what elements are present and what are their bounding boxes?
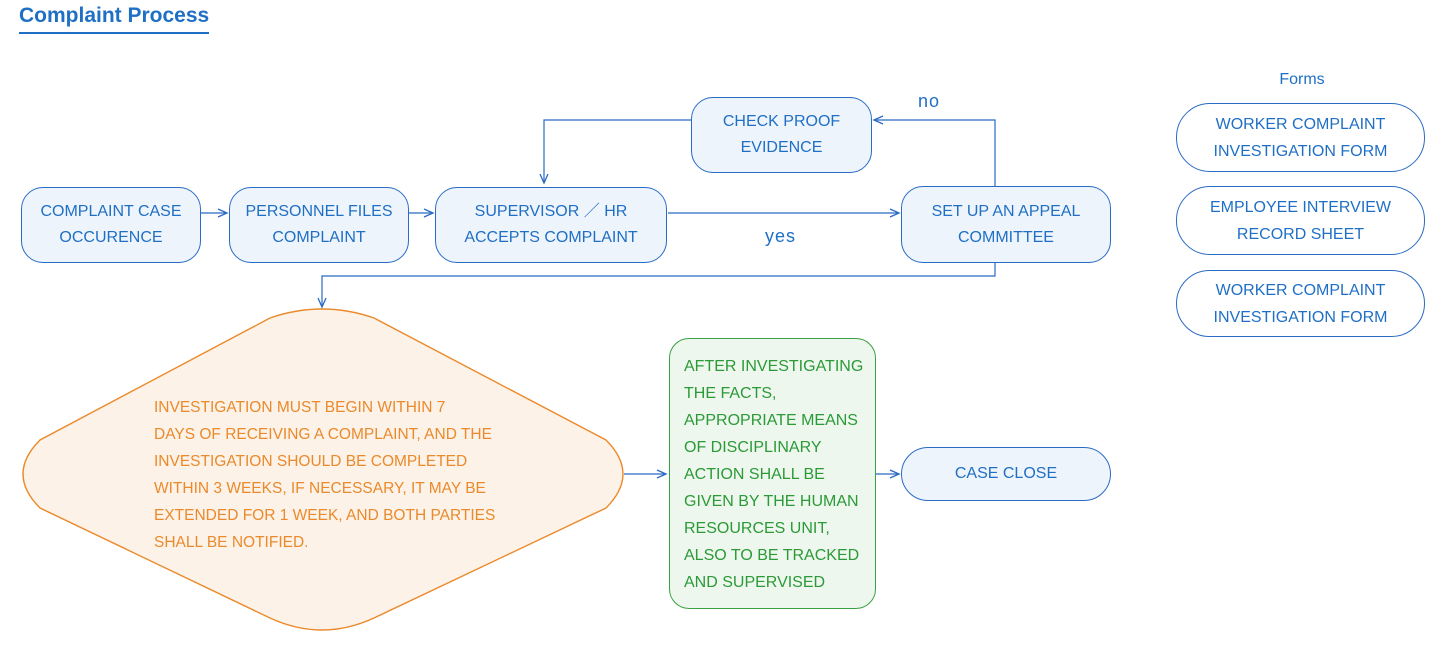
form-worker-complaint-investigation-2[interactable]: WORKER COMPLAINT INVESTIGATION FORM (1176, 270, 1425, 337)
forms-heading: Forms (1279, 71, 1325, 88)
page-title: Complaint Process (19, 3, 210, 34)
form-worker-complaint-investigation[interactable]: WORKER COMPLAINT INVESTIGATION FORM (1176, 103, 1425, 172)
node-complaint-occurrence: COMPLAINT CASE OCCURENCE (21, 187, 201, 263)
arrow-appeal-to-investigation (317, 263, 996, 309)
node-appeal-committee: SET UP AN APPEAL COMMITTEE (901, 186, 1111, 263)
node-check-proof: CHECK PROOF EVIDENCE (691, 97, 872, 173)
investigation-diamond-shape (22, 308, 624, 631)
node-disciplinary-action: AFTER INVESTIGATING THE FACTS, APPROPRIA… (669, 338, 876, 609)
investigation-rule-text: INVESTIGATION MUST BEGIN WITHIN 7 DAYS O… (154, 399, 496, 551)
node-supervisor-accepts: SUPERVISOR ／ HR ACCEPTS COMPLAINT (435, 187, 667, 263)
node-case-close: CASE CLOSE (901, 447, 1111, 501)
node-personnel-files-complaint: PERSONNEL FILES COMPLAINT (229, 187, 409, 263)
edge-label-yes: yes (765, 226, 797, 246)
arrow-appeal-to-check-proof (872, 115, 996, 186)
arrow-check-proof-to-accepts (539, 119, 691, 185)
edge-label-no: no (918, 91, 941, 111)
form-employee-interview-record[interactable]: EMPLOYEE INTERVIEW RECORD SHEET (1176, 186, 1425, 255)
